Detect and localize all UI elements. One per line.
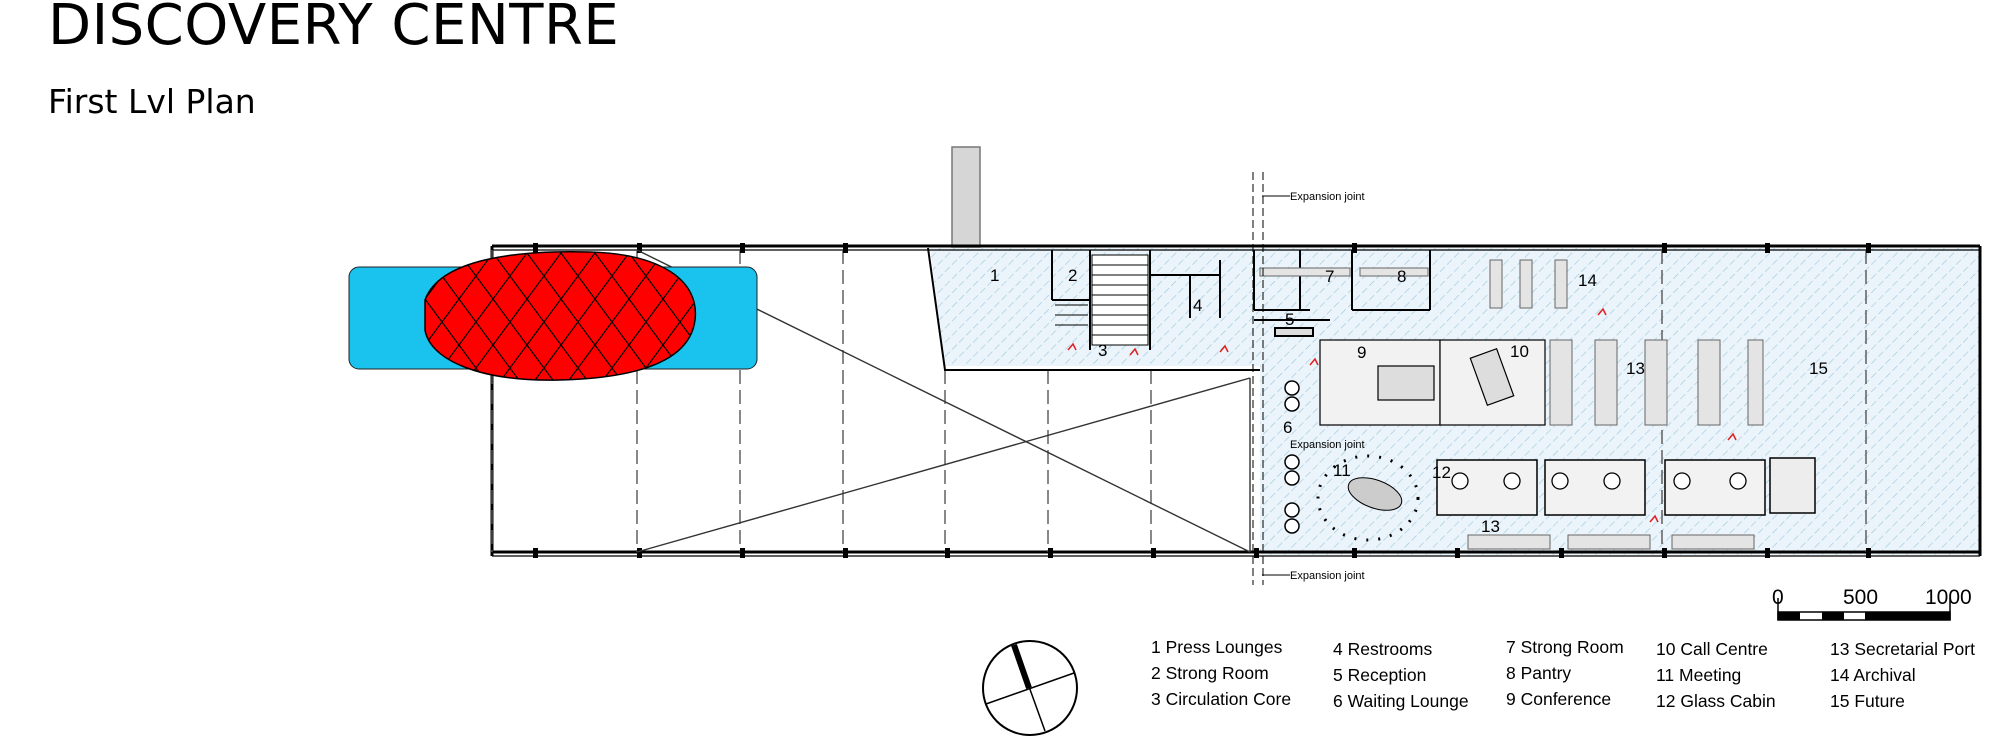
room-number-11: 11 bbox=[1333, 461, 1351, 480]
red-markers bbox=[1067, 307, 1737, 523]
cabin-chairs bbox=[1451, 472, 1747, 490]
room-number-1: 1 bbox=[990, 266, 999, 285]
expansion-joint-label-top: Expansion joint bbox=[1290, 191, 1365, 203]
room-number-6: 6 bbox=[1283, 418, 1292, 437]
column-markers bbox=[533, 243, 1871, 558]
legend-item: 7 Strong Room bbox=[1506, 637, 1624, 657]
expansion-joint-label-bottom: Expansion joint bbox=[1290, 570, 1365, 582]
circulation-stairs bbox=[1055, 254, 1149, 346]
legend-column-1: 1 Press Lounges 2 Strong Room 3 Circulat… bbox=[1151, 634, 1291, 712]
room-number-13a: 13 bbox=[1626, 359, 1645, 378]
room-number-2: 2 bbox=[1068, 266, 1077, 285]
legend-item: 2 Strong Room bbox=[1151, 663, 1269, 683]
red-pod bbox=[424, 250, 697, 381]
scale-label-1000: 1000 bbox=[1925, 586, 1972, 609]
room-number-13b: 13 bbox=[1481, 517, 1500, 536]
north-arrow-icon bbox=[982, 640, 1078, 736]
page-title: DISCOVERY CENTRE bbox=[48, 0, 620, 58]
scale-bar bbox=[1777, 598, 1951, 621]
room-number-4: 4 bbox=[1193, 296, 1202, 315]
legend-item: 13 Secretarial Port bbox=[1830, 639, 1975, 659]
legend-item: 6 Waiting Lounge bbox=[1333, 691, 1469, 711]
page-subtitle: First Lvl Plan bbox=[48, 82, 256, 121]
legend-item: 4 Restrooms bbox=[1333, 639, 1433, 659]
meeting-room bbox=[1316, 454, 1420, 542]
expansion-joint-leaders bbox=[1262, 195, 1290, 576]
legend-item: 1 Press Lounges bbox=[1151, 637, 1283, 657]
legend-item: 15 Future bbox=[1830, 691, 1905, 711]
room-number-5: 5 bbox=[1285, 310, 1294, 329]
legend-column-5: 13 Secretarial Port 14 Archival 15 Futur… bbox=[1830, 636, 1975, 714]
room-number-7: 7 bbox=[1325, 267, 1334, 286]
room-number-10: 10 bbox=[1510, 342, 1529, 361]
legend-item: 9 Conference bbox=[1506, 689, 1612, 709]
legend-item: 3 Circulation Core bbox=[1151, 689, 1292, 709]
room-number-14: 14 bbox=[1578, 271, 1597, 290]
room-number-8: 8 bbox=[1397, 267, 1406, 286]
glass-cabins bbox=[1436, 457, 1816, 516]
legend-column-2: 4 Restrooms 5 Reception 6 Waiting Lounge bbox=[1333, 636, 1469, 714]
legend-column-3: 7 Strong Room 8 Pantry 9 Conference bbox=[1506, 634, 1624, 712]
workstations-13 bbox=[1549, 339, 1764, 426]
room-numbers: 1 2 3 4 5 6 7 8 9 10 11 12 13 13 14 15 bbox=[990, 266, 1828, 536]
legend-item: 12 Glass Cabin bbox=[1656, 691, 1776, 711]
shelving bbox=[1259, 259, 1568, 309]
room-number-15: 15 bbox=[1809, 359, 1828, 378]
legend-item: 14 Archival bbox=[1830, 665, 1916, 685]
legend-item: 11 Meeting bbox=[1656, 665, 1742, 685]
legend-item: 10 Call Centre bbox=[1656, 639, 1768, 659]
legend-item: 8 Pantry bbox=[1506, 663, 1572, 683]
conference-room bbox=[1319, 339, 1546, 426]
scale-label-0: 0 bbox=[1772, 586, 1784, 609]
room-number-9: 9 bbox=[1357, 343, 1366, 362]
secretarial-desks bbox=[1467, 534, 1755, 550]
chimney bbox=[951, 146, 981, 248]
room-number-12: 12 bbox=[1432, 463, 1451, 482]
waiting-chairs bbox=[1284, 380, 1300, 534]
expansion-joint-lines bbox=[1252, 172, 1264, 585]
legend-item: 5 Reception bbox=[1333, 665, 1427, 685]
scale-label-500: 500 bbox=[1843, 586, 1878, 609]
expansion-joint-label-mid: Expansion joint bbox=[1290, 439, 1365, 451]
legend-column-4: 10 Call Centre 11 Meeting 12 Glass Cabin bbox=[1656, 636, 1776, 714]
room-number-3: 3 bbox=[1098, 341, 1107, 360]
